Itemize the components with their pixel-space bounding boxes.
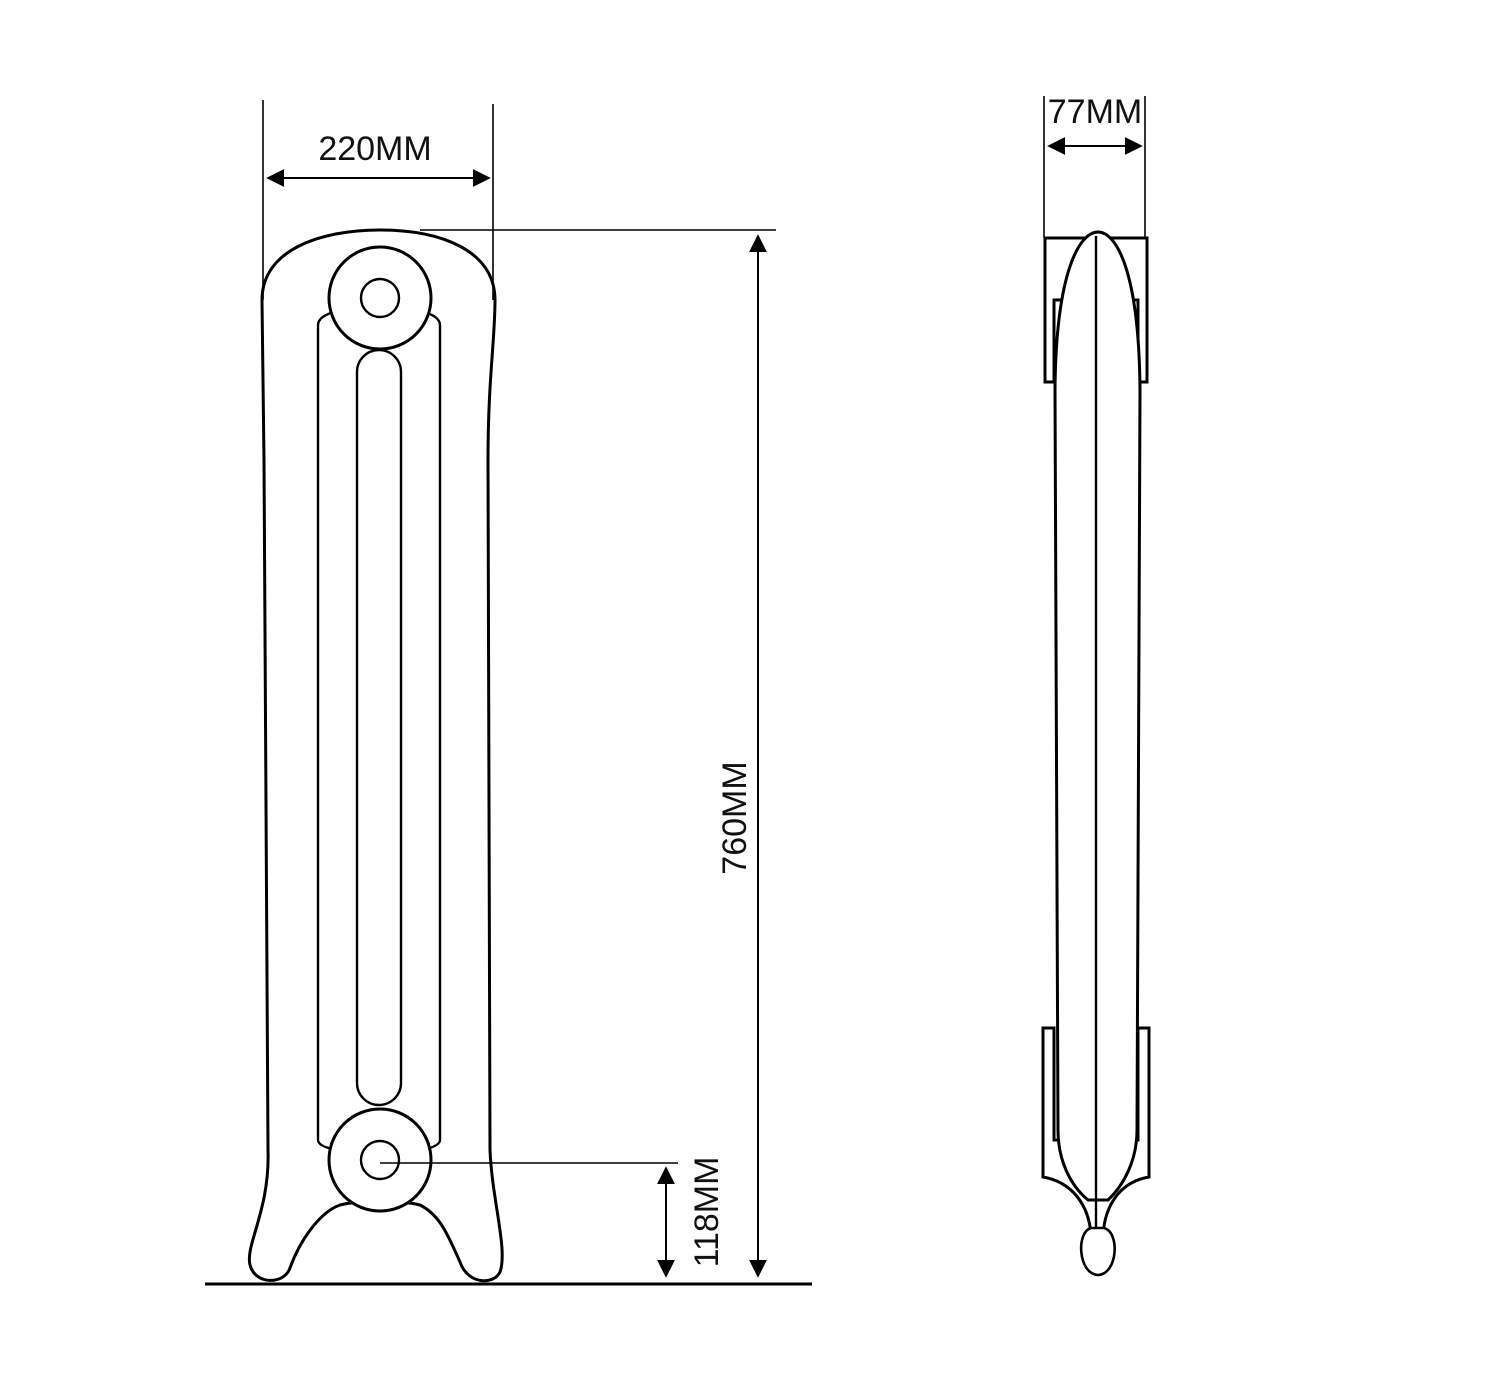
height-dimension-label: 760MM [716,761,754,874]
side-foot-knob [1079,1226,1116,1277]
top-connector-inner [359,277,401,319]
radiator-center-slot [355,348,403,1107]
side-section-body [1053,230,1142,1202]
pipe-height-dimension-label: 118MM [688,1157,726,1268]
width-dimension-label: 220MM [318,130,431,168]
depth-dimension-label: 77MM [1048,93,1142,131]
front-view: 220MM 760MM 118MM [205,100,812,1286]
bottom-connector-inner [359,1139,401,1181]
side-view: 77MM [1041,93,1151,1277]
